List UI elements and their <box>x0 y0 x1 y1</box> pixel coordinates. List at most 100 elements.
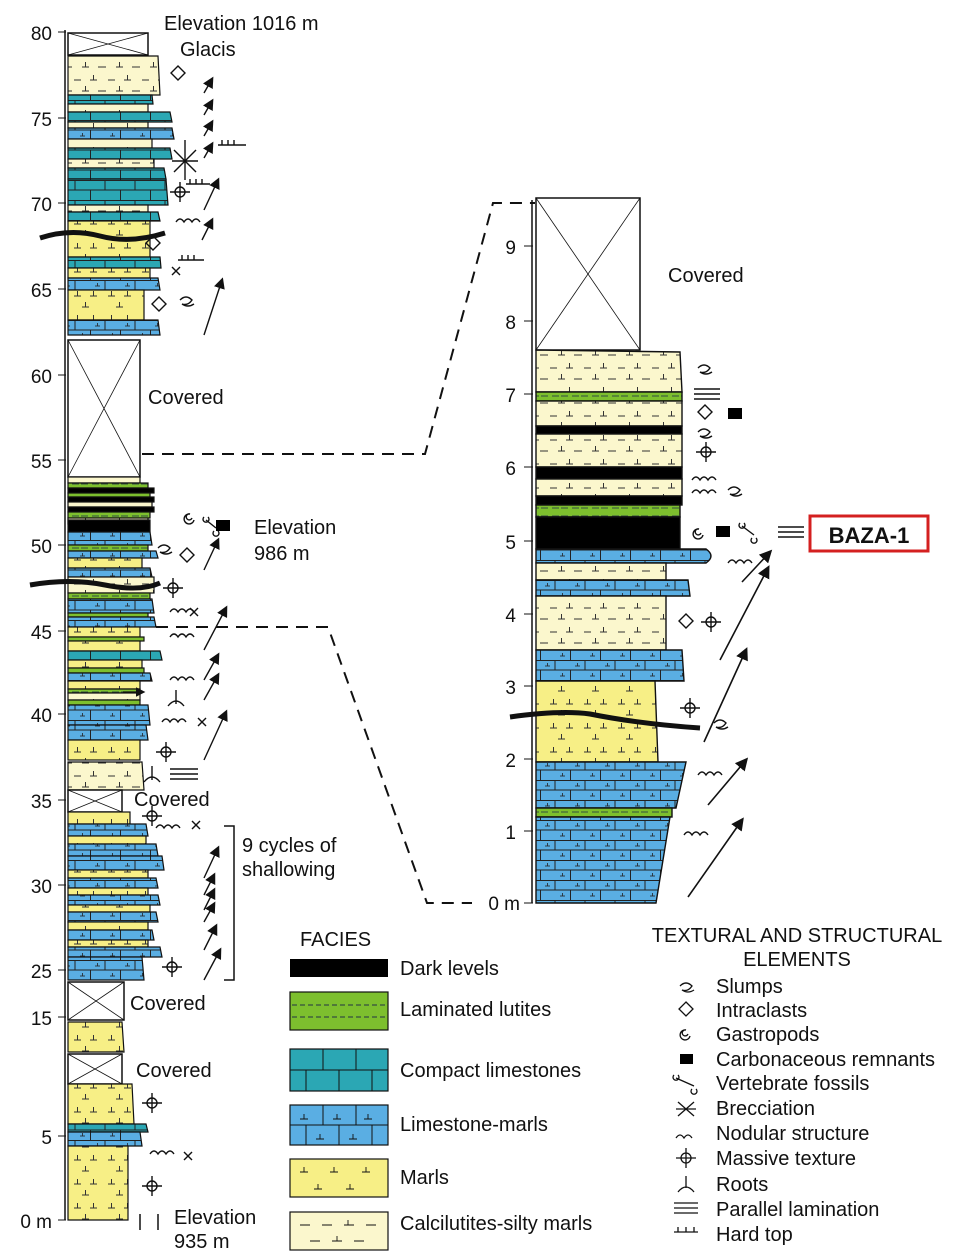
bone-icon <box>672 1074 698 1095</box>
bone-icon <box>202 516 220 537</box>
arch-icon <box>161 718 187 724</box>
structures-legend-subtitle: ELEMENTS <box>743 949 851 971</box>
right-tick-3: 3 <box>505 678 516 699</box>
sample-label: BAZA-1 <box>829 523 910 548</box>
structure-label-massive: Massive texture <box>716 1148 856 1170</box>
arch-icon <box>155 824 181 830</box>
crosshair-icon <box>162 957 182 977</box>
square-icon <box>728 408 742 419</box>
crosshair-icon <box>142 1176 162 1196</box>
structures-legend-title: TEXTURAL AND STRUCTURAL <box>652 925 942 947</box>
right-shallowing-arrows <box>687 549 773 898</box>
right-structure-symbols <box>678 364 804 837</box>
arch-icon <box>697 771 723 777</box>
triple-line-icon <box>694 388 720 400</box>
brecciation-small-icon <box>191 820 201 830</box>
tick-25: 25 <box>31 962 52 983</box>
structure-label-carbonaceous: Carbonaceous remnants <box>716 1049 935 1071</box>
tick-75: 75 <box>31 110 52 131</box>
lower-beds <box>67 1083 149 1221</box>
left-column: 80 75 70 65 60 55 50 45 40 35 30 25 15 5… <box>20 13 337 1253</box>
brecciation-small-icon <box>189 607 199 617</box>
left-structure-symbols <box>142 65 246 1196</box>
right-tick-5: 5 <box>505 533 516 554</box>
facies-swatch-silty <box>289 1211 389 1251</box>
cycles-label-line2: shallowing <box>242 859 335 881</box>
hard-top-icon <box>186 179 210 185</box>
cross-hatch-icon <box>172 140 198 180</box>
diamond-icon <box>678 1001 694 1017</box>
facies-label-laminated: Laminated lutites <box>400 999 551 1021</box>
root-icon <box>143 766 161 783</box>
elevation-mid-value: 986 m <box>254 543 310 565</box>
hard-top-icon <box>178 255 204 261</box>
diamond-icon <box>151 296 167 312</box>
triple-line-icon <box>170 768 198 780</box>
right-tick-8: 8 <box>505 313 516 334</box>
crosshair-icon <box>156 742 176 762</box>
crosshair-icon <box>680 698 700 718</box>
tick-65: 65 <box>31 281 52 302</box>
covered-label-20: Covered <box>130 993 206 1015</box>
middle-beds <box>67 476 163 791</box>
gastropod-icon <box>679 1029 691 1041</box>
arch-icon <box>169 676 195 682</box>
elevation-bottom-value: 935 m <box>174 1231 230 1253</box>
facies-swatch-dark <box>290 959 388 977</box>
right-tick-4: 4 <box>505 606 516 627</box>
tick-15: 15 <box>31 1009 52 1030</box>
crosshair-icon <box>170 182 190 202</box>
tick-80: 80 <box>31 24 52 45</box>
structure-label-intraclasts: Intraclasts <box>716 1000 807 1022</box>
upper-beds <box>67 55 175 336</box>
facies-swatch-laminated <box>289 991 389 1031</box>
elevation-mid-label: Elevation <box>254 517 336 539</box>
triple-line-icon <box>674 1202 698 1214</box>
slump-icon <box>179 296 195 307</box>
facies-swatch-compact <box>289 1048 389 1092</box>
tick-35: 35 <box>31 792 52 813</box>
facies-swatch-limemarl <box>289 1104 389 1146</box>
sample-label-box <box>808 514 930 553</box>
right-tick-1: 1 <box>505 823 516 844</box>
covered-box-right <box>535 197 641 351</box>
crosshair-icon <box>142 806 162 826</box>
diamond-icon <box>170 65 186 81</box>
arch-icon <box>169 633 195 639</box>
tick-70: 70 <box>31 195 52 216</box>
cycles-label-line1: 9 cycles of <box>242 835 337 857</box>
erosion-surface-upper <box>39 230 166 242</box>
structure-label-roots: Roots <box>716 1174 768 1196</box>
diamond-icon <box>678 613 694 629</box>
structure-label-nodular: Nodular structure <box>716 1123 869 1145</box>
elevation-top-label: Elevation 1016 m <box>164 13 319 35</box>
facies-legend: FACIES Dark levels Laminated lutites Com… <box>289 929 592 1251</box>
diamond-icon <box>697 404 713 420</box>
covered-box-10 <box>67 1053 123 1085</box>
arch-icon <box>175 218 201 224</box>
facies-label-marl: Marls <box>400 1167 449 1189</box>
root-icon <box>167 690 185 707</box>
covered-box-20 <box>67 981 125 1021</box>
slump-icon <box>697 428 713 439</box>
tick-0: 0 m <box>20 1212 52 1233</box>
crosshair-icon <box>701 612 721 632</box>
covered-label-right: Covered <box>668 265 744 287</box>
right-tick-0: 0 m <box>488 894 520 915</box>
covered-box-upper <box>67 339 141 478</box>
right-tick-7: 7 <box>505 386 516 407</box>
crosshair-icon <box>696 442 716 462</box>
arch-icon <box>169 608 195 614</box>
diamond-icon <box>179 547 195 563</box>
triple-line-icon <box>778 526 804 538</box>
structure-label-vertebrate: Vertebrate fossils <box>716 1073 869 1095</box>
structure-label-gastropods: Gastropods <box>716 1024 819 1046</box>
gastropod-icon <box>183 513 195 525</box>
facies-label-silty: Calcilutites-silty marls <box>400 1213 592 1235</box>
right-beds <box>535 349 712 904</box>
brecciation-small-icon <box>183 1151 193 1161</box>
facies-label-compact: Compact limestones <box>400 1060 581 1082</box>
right-tick-6: 6 <box>505 459 516 480</box>
hard-top-icon <box>218 140 246 146</box>
